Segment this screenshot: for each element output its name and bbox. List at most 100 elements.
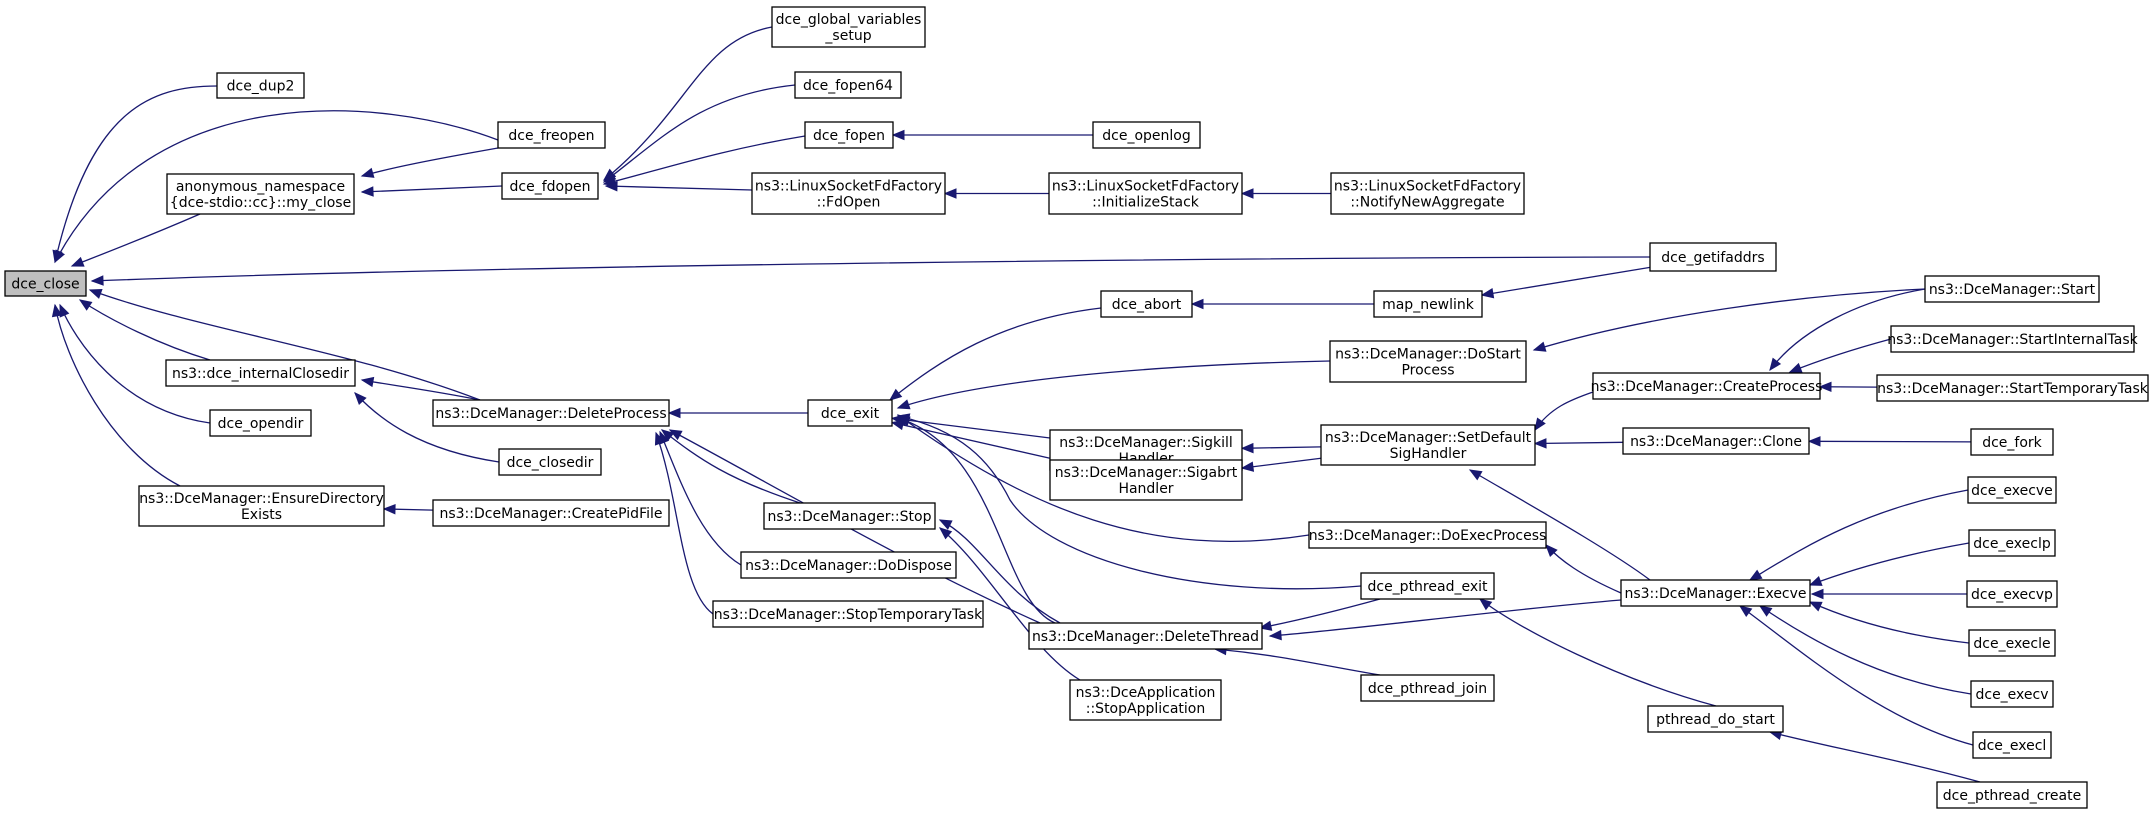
call-edge-dce_opendir-to-dce_close [59,303,211,424]
node-label: dce_closedir [507,455,594,471]
node-dce-getifaddrs[interactable]: dce_getifaddrs [1649,242,1777,272]
node-createprocess[interactable]: ns3::DceManager::CreateProcess [1591,372,1823,400]
node-label: ns3::DceManager::CreatePidFile [439,506,662,522]
node-label: ns3::DceManager::Stop [768,509,932,525]
node-label: _setup [824,28,871,44]
call-edge-start-to-dostartprocess [1532,288,1926,352]
node-fdfactory-initstack[interactable]: ns3::LinuxSocketFdFactory::InitializeSta… [1048,172,1243,215]
node-dce-dup2[interactable]: dce_dup2 [216,72,305,99]
arrowhead [78,299,93,311]
arrowhead [1190,298,1204,310]
node-dce-fopen64[interactable]: dce_fopen64 [794,71,902,99]
call-edge-dce_pthread_exit-to-deletethread [1258,598,1381,631]
node-dce-pthread-join[interactable]: dce_pthread_join [1360,674,1495,702]
node-map-newlink[interactable]: map_newlink [1373,290,1483,318]
node-label: ns3::DceManager::DeleteProcess [435,406,666,422]
node-starttemporarytask[interactable]: ns3::DceManager::StartTemporaryTask [1876,374,2149,402]
arrowhead [1478,598,1493,611]
node-dce-freopen[interactable]: dce_freopen [497,121,606,149]
call-edge-dce_global_variables_setup-to-dce_fdopen [602,26,773,181]
node-createpidfile[interactable]: ns3::DceManager::CreatePidFile [432,499,670,527]
call-edge-dce_execle-to-execve_mgr [1808,601,1970,644]
node-dce-execv[interactable]: dce_execv [1970,680,2054,708]
call-edge-starttemporarytask-to-createprocess [1818,381,1878,393]
node-label: dce_openlog [1102,128,1190,144]
arrowhead [1532,341,1547,352]
node-dce-execlp[interactable]: dce_execlp [1968,529,2056,557]
node-dce-abort[interactable]: dce_abort [1100,290,1193,318]
node-label: dce_pthread_join [1368,681,1487,697]
arrowhead [360,167,375,178]
call-edge-dce_abort-to-dce_exit [888,307,1102,401]
node-fdfactory-fdopen[interactable]: ns3::LinuxSocketFdFactory::FdOpen [751,172,946,215]
node-label: ::NotifyNewAggregate [1350,195,1504,211]
node-dce-closedir[interactable]: dce_closedir [498,448,602,476]
node-label: ns3::dce_internalClosedir [172,366,349,382]
node-box [712,600,984,628]
node-label: dce_pthread_create [1943,788,2081,804]
arrowhead [1268,629,1282,641]
node-dce-fork[interactable]: dce_fork [1970,428,2054,456]
node-box [216,72,305,99]
node-label: ns3::DceManager::DoStart [1335,347,1521,363]
node-box [1330,172,1525,215]
node-pthread-do-start[interactable]: pthread_do_start [1647,705,1784,733]
node-startinternaltask[interactable]: ns3::DceManager::StartInternalTask [1887,325,2139,353]
node-dce-execle[interactable]: dce_execle [1968,629,2056,657]
arrowhead [1240,461,1255,472]
node-dce-exit[interactable]: dce_exit [807,399,893,427]
node-doexecprocess[interactable]: ns3::DceManager::DoExecProcess [1308,521,1547,549]
node-label: Process [1401,363,1454,379]
node-clone[interactable]: ns3::DceManager::Clone [1622,427,1810,455]
node-start[interactable]: ns3::DceManager::Start [1924,275,2100,303]
node-dodispose[interactable]: ns3::DceManager::DoDispose [740,551,957,579]
node-stop[interactable]: ns3::DceManager::Stop [763,502,936,530]
node-label: ::StopApplication [1086,701,1206,717]
arrowhead [1808,601,1823,612]
arrowhead [943,188,957,199]
node-dce-pthread-exit[interactable]: dce_pthread_exit [1360,572,1495,600]
node-box [1320,424,1536,466]
node-box [751,172,946,215]
node-fdfactory-notify[interactable]: ns3::LinuxSocketFdFactory::NotifyNewAggr… [1330,172,1525,215]
node-dce-execvp[interactable]: dce_execvp [1966,580,2058,608]
node-stoptemporarytask[interactable]: ns3::DceManager::StopTemporaryTask [712,600,984,628]
call-edge-fdfactory_notify-to-fdfactory_initstack [1240,188,1331,199]
node-box [1936,781,2088,809]
arrowhead [896,399,911,410]
node-deletethread[interactable]: ns3::DceManager::DeleteThread [1028,622,1263,650]
arrowhead [1818,381,1832,393]
node-dce-internalClosedir[interactable]: ns3::dce_internalClosedir [165,359,356,387]
node-label: pthread_do_start [1656,712,1775,728]
node-dce-fdopen[interactable]: dce_fdopen [501,172,599,200]
node-dce-global-variables-setup[interactable]: dce_global_variables_setup [771,6,926,48]
node-dce-fopen[interactable]: dce_fopen [804,121,894,149]
node-box [1968,629,2056,657]
call-edge-dce_getifaddrs-to-dce_close [90,256,1651,286]
node-deleteprocess[interactable]: ns3::DceManager::DeleteProcess [432,399,670,427]
arrowhead [1758,605,1773,617]
node-stopapplication[interactable]: ns3::DceApplication::StopApplication [1069,679,1222,721]
node-dce-close[interactable]: dce_close [4,270,87,297]
node-dce-opendir[interactable]: dce_opendir [209,409,312,437]
node-dce-openlog[interactable]: dce_openlog [1092,121,1201,149]
node-label: dce_execle [1973,636,2050,652]
node-label: ns3::DceManager::Sigabrt [1055,465,1238,481]
node-box [1649,242,1777,272]
node-label: ns3::DceManager::DoDispose [745,558,952,574]
node-label: SigHandler [1390,446,1467,462]
node-dce-execl[interactable]: dce_execl [1972,731,2052,759]
node-label: ::InitializeStack [1092,195,1200,211]
arrowhead [1810,588,1824,600]
node-my-close[interactable]: anonymous_namespace{dce-stdio::cc}::my_c… [166,173,355,215]
node-execve-mgr[interactable]: ns3::DceManager::Execve [1620,579,1811,607]
node-dce-pthread-create[interactable]: dce_pthread_create [1936,781,2088,809]
node-dce-execve[interactable]: dce_execve [1967,476,2057,504]
node-box [1647,705,1784,733]
arrowhead [896,416,911,427]
